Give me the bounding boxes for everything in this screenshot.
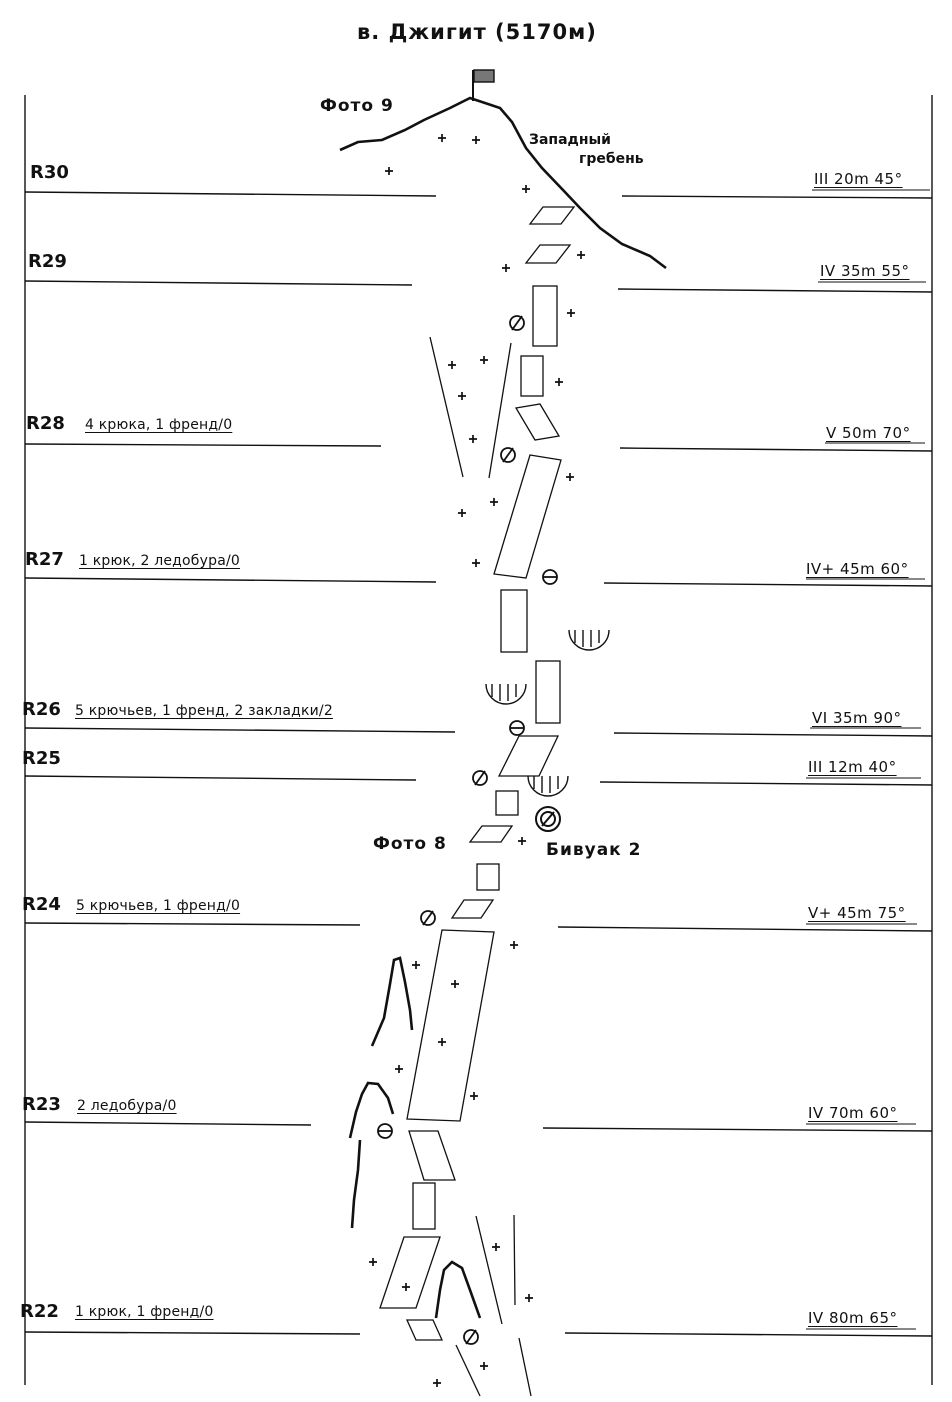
pitch-id: R30 <box>30 162 69 183</box>
pitch-params: IV+ 45m 60° <box>806 560 909 578</box>
pitch-id: R29 <box>28 251 67 272</box>
pitch-id: R22 <box>20 1301 59 1322</box>
rock-outlines <box>348 336 532 1397</box>
plus-marker-icon <box>369 134 585 1387</box>
diagram-title: в. Джигит (5170м) <box>357 20 597 44</box>
pitch-id: R28 <box>26 413 65 434</box>
pitch-params: III 12m 40° <box>808 758 897 776</box>
pitch-id: R24 <box>22 894 61 915</box>
pitch-id: R27 <box>25 549 64 570</box>
summit-ridge <box>339 96 667 270</box>
piton-symbol-icon <box>420 315 525 1345</box>
param-underlines <box>806 189 930 1330</box>
route-slabs <box>379 206 576 1341</box>
bivouac-label: Бивуак 2 <box>546 840 642 860</box>
bivouac-symbol-icon <box>535 806 561 832</box>
pitch-id: R26 <box>22 699 61 720</box>
pitch-params: V+ 45m 75° <box>808 904 906 922</box>
pitch-id: R25 <box>22 748 61 769</box>
pitch-id: R23 <box>22 1094 61 1115</box>
pitch-params: VI 35m 90° <box>812 709 902 727</box>
pitch-params: IV 80m 65° <box>808 1309 898 1327</box>
west-ridge-label: Западный гребень <box>529 131 644 169</box>
pitch-equipment: 1 крюк, 2 ледобура/0 <box>79 553 241 569</box>
pitch-params: V 50m 70° <box>826 424 911 442</box>
pitch-equipment: 5 крючьев, 1 френд/0 <box>76 898 241 914</box>
pitch-params: IV 35m 55° <box>820 262 910 280</box>
ice-hatched-symbol-icon <box>485 629 610 797</box>
ridge-line-1: Западный <box>529 132 611 148</box>
pitch-params: IV 70m 60° <box>808 1104 898 1122</box>
photo-8-label: Фото 8 <box>373 834 447 854</box>
pitch-lines-right <box>542 195 933 1337</box>
pitch-lines-left <box>24 191 456 1335</box>
pitch-equipment: 2 ледобура/0 <box>77 1098 177 1114</box>
photo-9-label: Фото 9 <box>320 96 394 116</box>
pitch-params: III 20m 45° <box>814 170 903 188</box>
ridge-line-2: гребень <box>579 151 644 167</box>
summit-flag-icon <box>472 69 495 101</box>
pitch-equipment: 1 крюк, 1 френд/0 <box>75 1304 214 1320</box>
ice-screw-symbol-icon <box>377 569 558 1139</box>
pitch-equipment: 5 крючьев, 1 френд, 2 закладки/2 <box>75 703 333 719</box>
pitch-equipment: 4 крюка, 1 френд/0 <box>85 417 233 433</box>
